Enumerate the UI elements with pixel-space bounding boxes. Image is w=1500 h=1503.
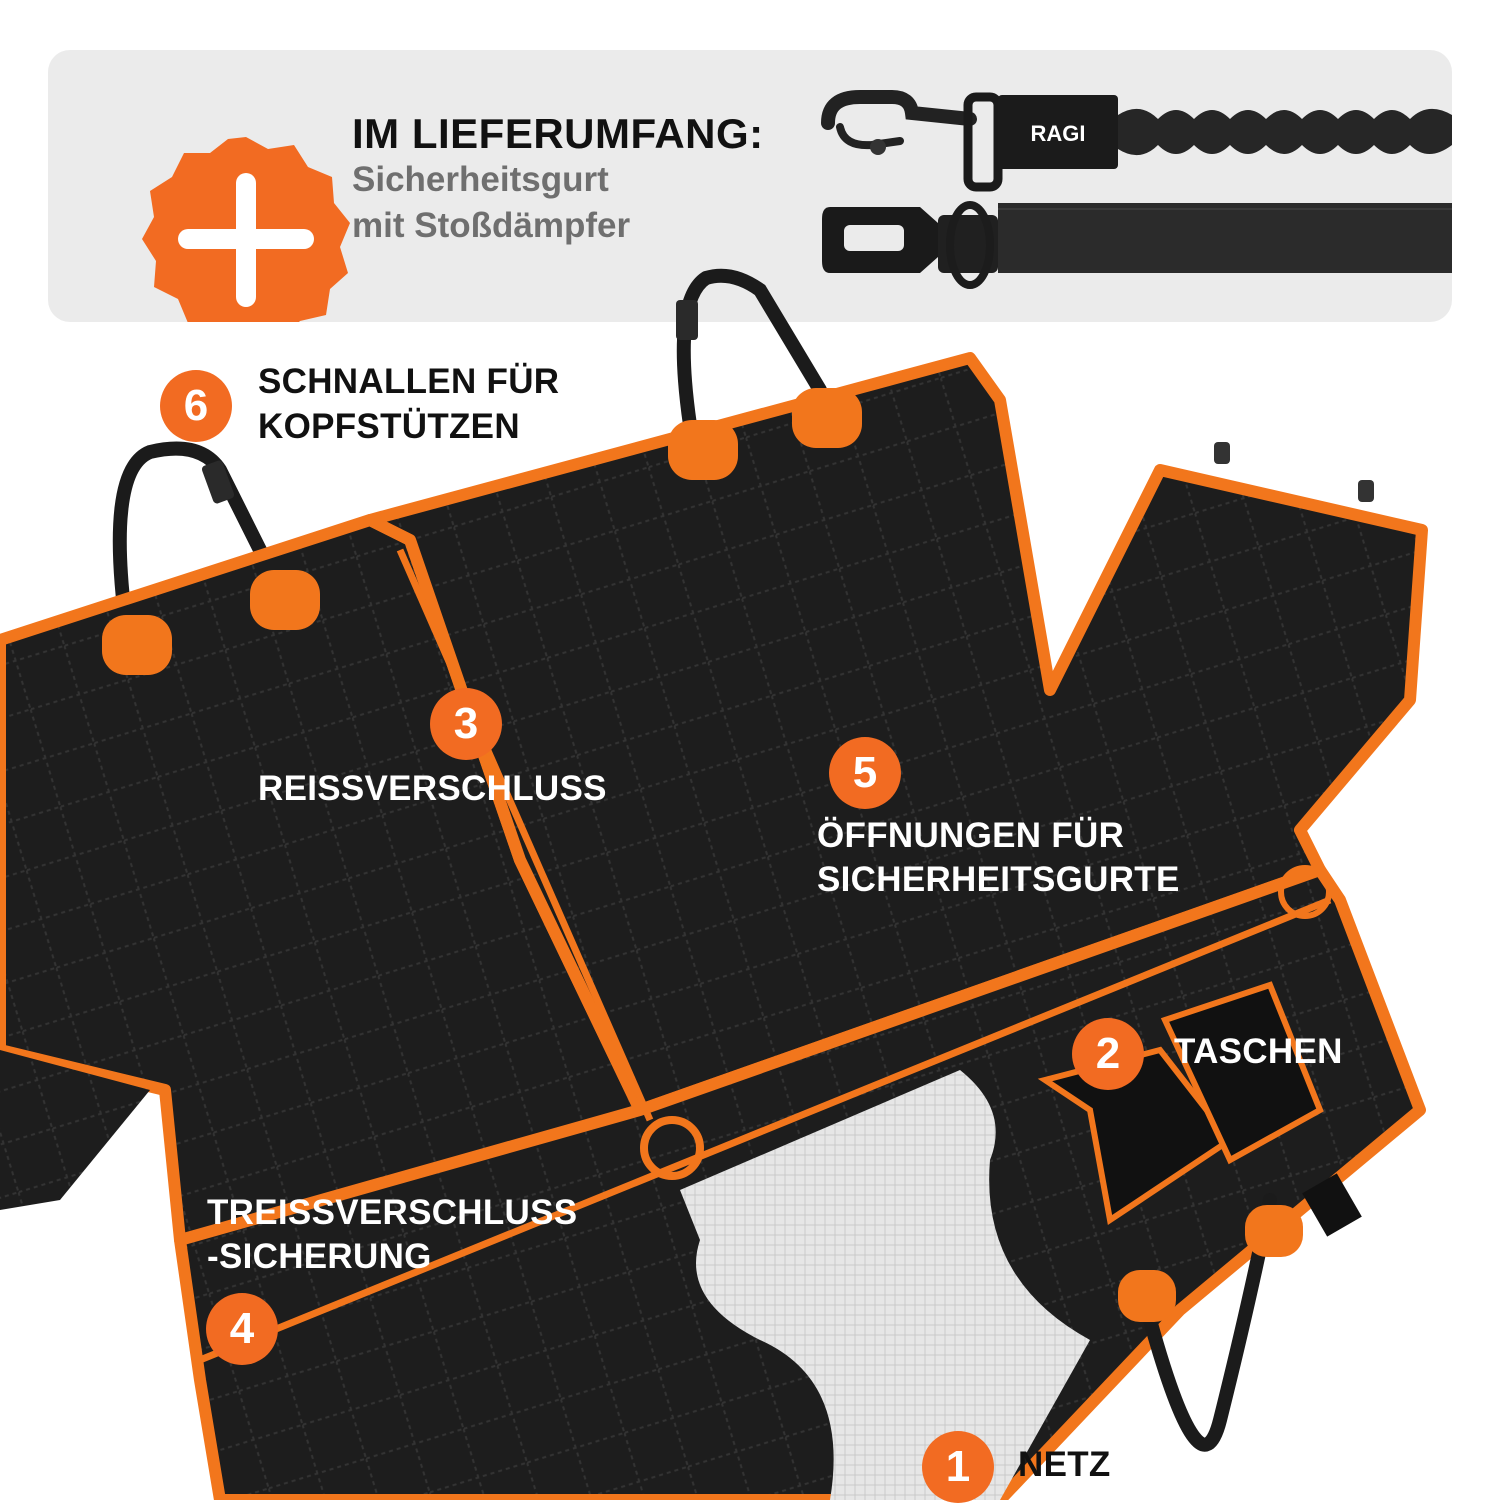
badge-2: 2 [1072, 1018, 1144, 1090]
plus-icon [142, 137, 350, 322]
badge-4: 4 [206, 1293, 278, 1365]
banner-subtitle-line-2: mit Stoßdämpfer [352, 206, 631, 245]
badge-1: 1 [922, 1431, 994, 1503]
label-pockets: TASCHEN [1174, 1032, 1343, 1071]
banner-subtitle-line-1: Sicherheitsgurt [352, 160, 609, 199]
brand-logo: RAGI [1031, 121, 1086, 146]
label-zipper: REISSVERSCHLUSS [258, 769, 607, 808]
label-belt-openings-2: SICHERHEITSGURTE [817, 860, 1180, 899]
banner-title: IM LIEFERUMFANG: [352, 110, 764, 157]
label-belt-openings-1: ÖFFNUNGEN FÜR [817, 816, 1125, 855]
badge-5: 5 [829, 737, 901, 809]
badge-6: 6 [160, 370, 232, 442]
badge-3: 3 [430, 688, 502, 760]
seat-belt-leash-image: RAGI [821, 90, 1452, 289]
label-headrest-buckles-2: KOPFSTÜTZEN [258, 407, 520, 446]
label-net: NETZ [1018, 1445, 1111, 1484]
label-zipper-lock-2: -SICHERUNG [207, 1237, 432, 1276]
label-zipper-lock-1: TREISSVERSCHLUSS [207, 1193, 578, 1232]
label-headrest-buckles-1: SCHNALLEN FÜR [258, 362, 560, 401]
